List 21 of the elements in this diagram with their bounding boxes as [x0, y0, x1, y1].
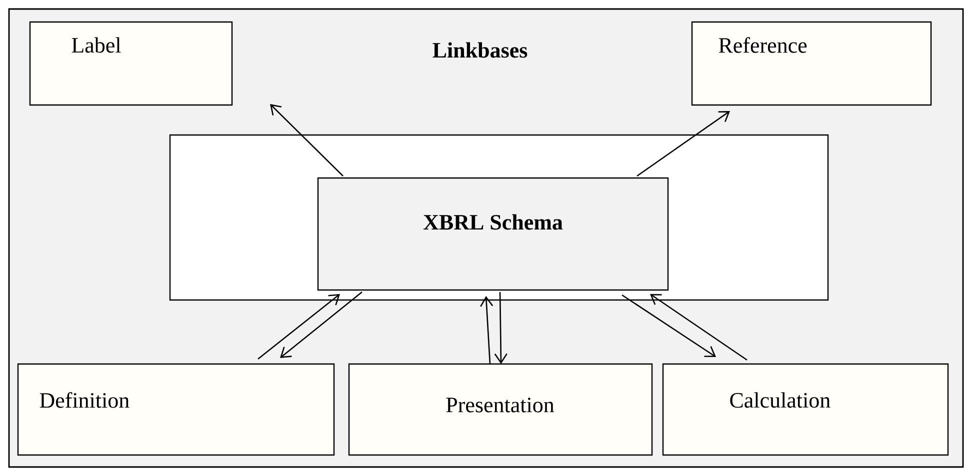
linkbase-box [29, 21, 233, 106]
linkbase-box [348, 363, 653, 456]
arrow [270, 104, 344, 176]
schema-box [317, 177, 669, 291]
linkbase-box [17, 363, 335, 456]
linkbase-box [662, 363, 949, 456]
box-label: Label [72, 37, 121, 53]
arrow [650, 294, 748, 361]
arrow [280, 292, 362, 358]
box-label: Calculation [730, 392, 830, 408]
arrow [494, 292, 508, 364]
arrow [622, 294, 716, 358]
box-label: Presentation [446, 398, 554, 412]
box-label: Definition [40, 392, 130, 408]
box-label: XBRL Schema [423, 214, 563, 230]
arrow [480, 296, 494, 364]
arrow [636, 111, 730, 177]
box-label: Reference [718, 37, 807, 53]
arrow [258, 294, 340, 360]
heading: Linkbases [432, 42, 528, 58]
linkbase-box [691, 21, 932, 106]
